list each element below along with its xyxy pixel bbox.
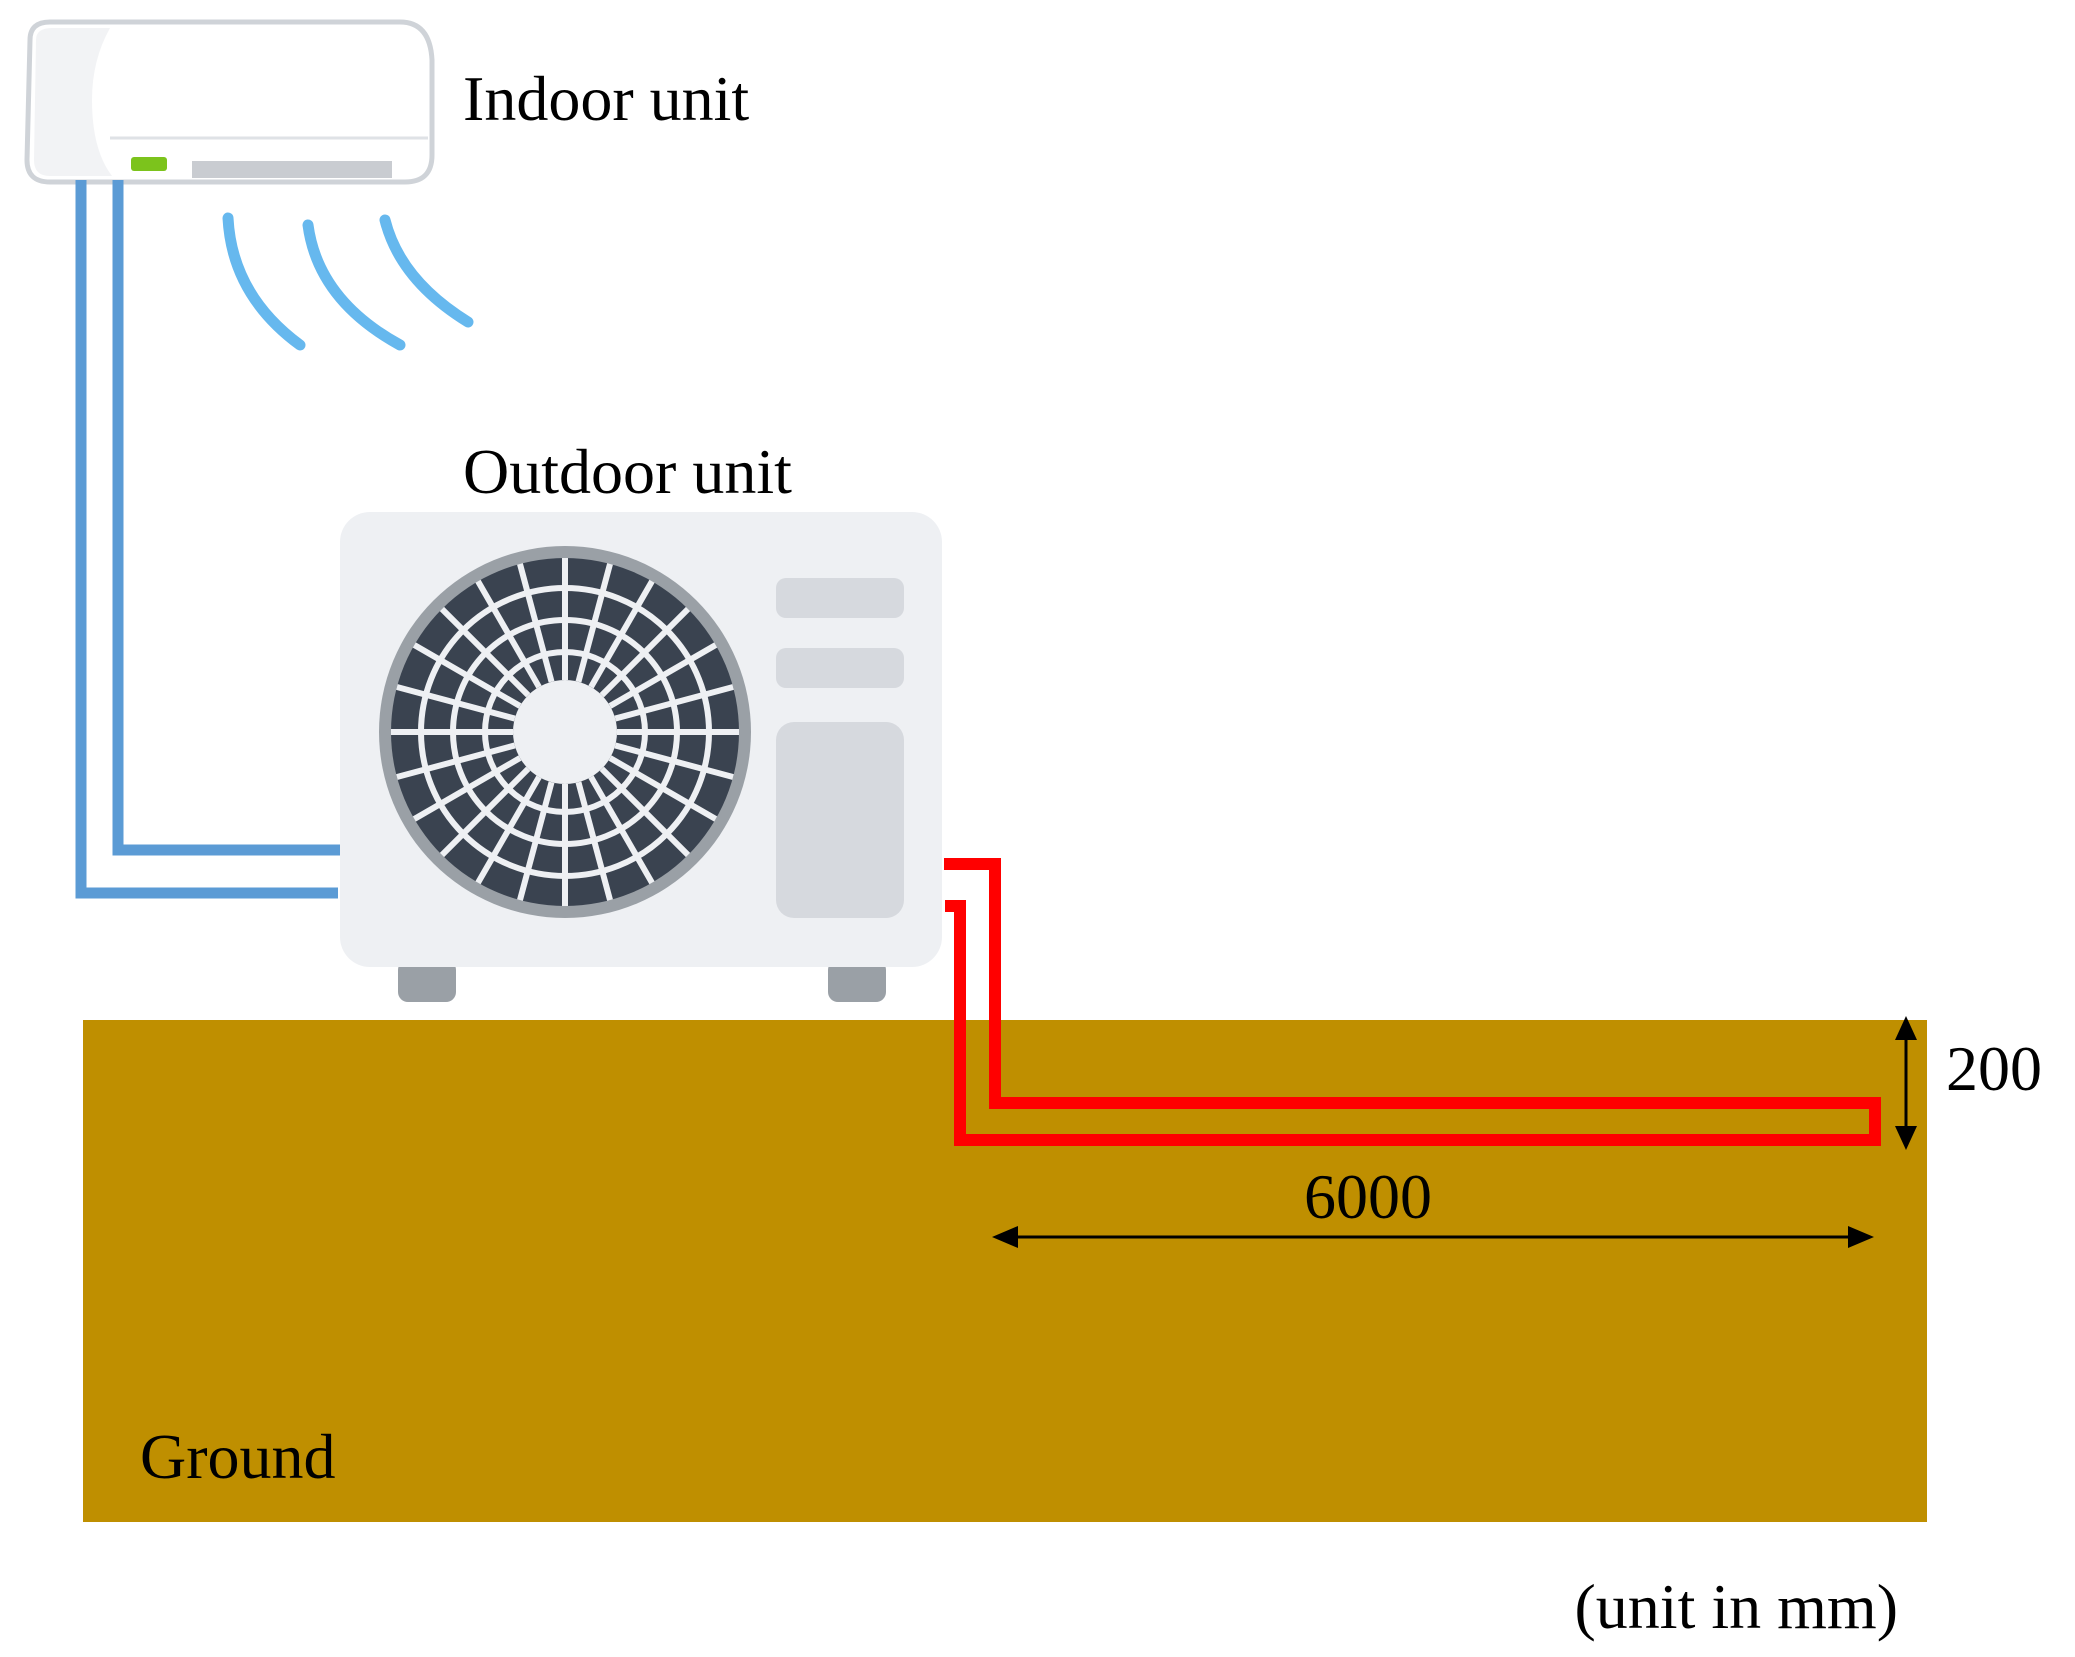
indoor-unit-vent bbox=[192, 161, 392, 178]
fan-spoke bbox=[517, 563, 555, 683]
fan-spoke bbox=[475, 775, 542, 885]
dimension-length bbox=[992, 1226, 1874, 1248]
depth-value: 200 bbox=[1946, 1033, 2042, 1104]
fan-spoke bbox=[475, 579, 542, 689]
fan-spoke bbox=[599, 766, 691, 858]
outdoor-unit-icon bbox=[340, 512, 942, 1002]
ground-block bbox=[83, 1020, 1927, 1522]
fan-spoke bbox=[614, 742, 734, 780]
fan-spoke bbox=[396, 684, 516, 722]
fan-spoke bbox=[439, 766, 531, 858]
dimension-depth bbox=[1895, 1016, 1917, 1150]
fan-spoke bbox=[575, 563, 613, 683]
indoor-unit-label: Indoor unit bbox=[463, 63, 749, 134]
outdoor-unit-panel-top bbox=[776, 578, 904, 618]
fan-spoke bbox=[608, 642, 718, 709]
fan-spoke bbox=[614, 684, 734, 722]
fan-spoke bbox=[599, 606, 691, 698]
length-value: 6000 bbox=[1304, 1161, 1432, 1232]
outdoor-unit-foot-left bbox=[398, 960, 456, 1002]
indoor-unit-led bbox=[131, 157, 167, 171]
fan-spoke bbox=[517, 781, 555, 901]
outdoor-unit-foot-right bbox=[828, 960, 886, 1002]
fan-icon bbox=[379, 546, 751, 918]
outdoor-unit-panel-mid bbox=[776, 648, 904, 688]
fan-spoke bbox=[588, 579, 655, 689]
indoor-unit-icon bbox=[24, 19, 435, 185]
airflow-icon bbox=[222, 212, 474, 351]
fan-spoke bbox=[439, 606, 531, 698]
fan-spoke bbox=[608, 755, 718, 822]
refrigerant-pipe bbox=[75, 180, 342, 899]
fan-spoke bbox=[396, 742, 516, 780]
fan-spoke bbox=[412, 755, 522, 822]
ground-pipe bbox=[944, 858, 1881, 1146]
fan-spoke bbox=[412, 642, 522, 709]
outdoor-unit-panel-bottom bbox=[776, 722, 904, 918]
ground-label: Ground bbox=[140, 1421, 336, 1492]
fan-spoke bbox=[575, 781, 613, 901]
fan-spoke bbox=[588, 775, 655, 885]
outdoor-unit-label: Outdoor unit bbox=[463, 436, 792, 507]
units-note: (unit in mm) bbox=[1574, 1571, 1898, 1642]
